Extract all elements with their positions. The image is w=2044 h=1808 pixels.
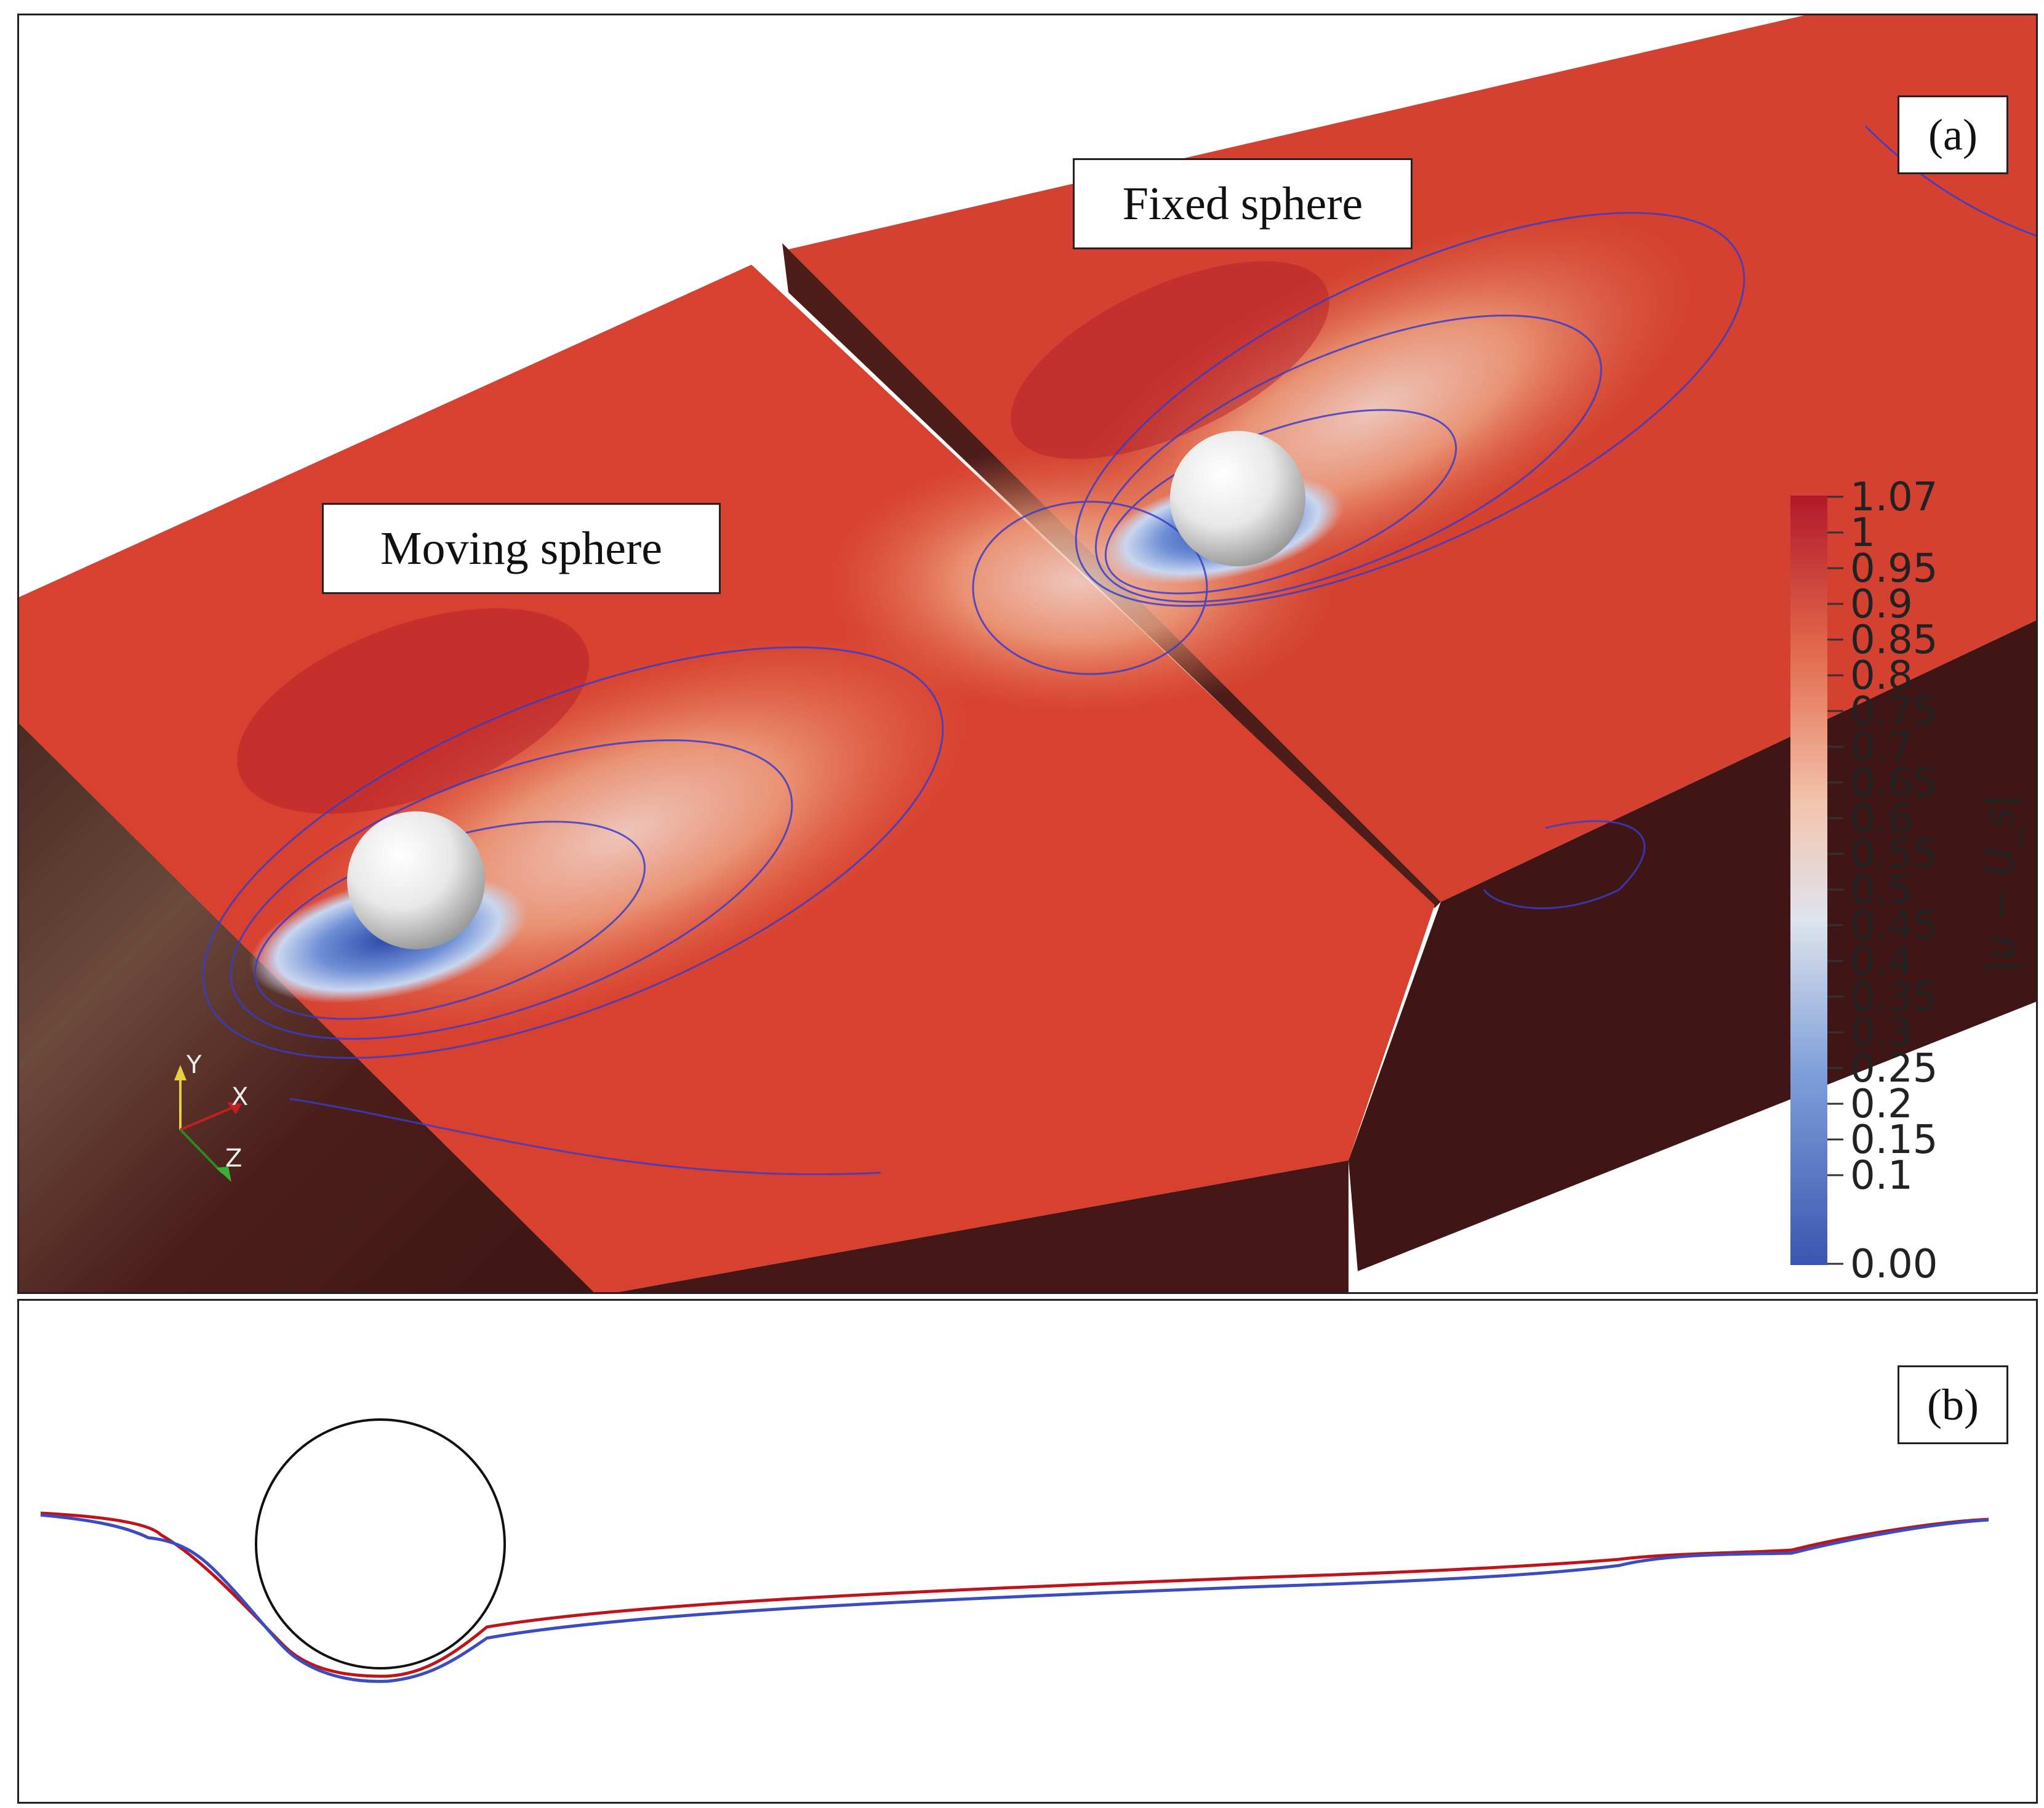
colorbar-tick: 1 [1850,510,1875,556]
orientation-axes: Y X Z [174,1051,248,1182]
colorbar-tick: 0.3 [1850,1010,1913,1056]
panel-a: 1.07 1 0.95 0.9 0.85 0.8 0.75 0.7 0.65 0… [17,14,2038,1294]
fixed-sphere-label: Fixed sphere [1073,158,1413,249]
colorbar-tick: 0.15 [1850,1117,1938,1163]
panel-a-tag: (a) [1898,95,2008,174]
red-profile-curve [40,1511,1989,1678]
blue-profile-curve [40,1513,1989,1683]
colorbar-tick: 0.00 [1850,1242,1938,1287]
colorbar-tick: 0.5 [1850,867,1913,913]
profile-plot [40,1418,1989,1683]
colorbar-tick: 0.8 [1850,653,1913,699]
colorbar-tick: 0.4 [1850,939,1913,984]
colorbar-tick: 0.9 [1850,582,1913,627]
colorbar-tick: 0.95 [1850,546,1938,592]
colorbar-tick: 0.2 [1850,1082,1913,1127]
axis-label-x: X [231,1083,248,1111]
panel-b: (b) [17,1299,2038,1804]
colorbar-tick: 0.1 [1850,1153,1913,1199]
surface-render: 1.07 1 0.95 0.9 0.85 0.8 0.75 0.7 0.65 0… [19,15,2036,1292]
colorbar-tick: 0.85 [1850,617,1938,663]
panel-b-tag: (b) [1898,1365,2008,1444]
sphere-outline [255,1418,506,1669]
colorbar-tick: 0.25 [1850,1046,1938,1091]
axis-label-z: Z [225,1144,242,1173]
moving-sphere-label: Moving sphere [322,503,721,594]
colorbar-tick: 0.75 [1850,689,1938,734]
colorbar-tick: 0.55 [1850,832,1938,877]
colorbar-tick: 0.7 [1850,725,1913,770]
colorbar-tick: 0.45 [1850,903,1938,949]
colorbar-tick: 0.6 [1850,796,1913,842]
axis-label-y: Y [186,1051,202,1079]
colorbar-tick: 0.35 [1850,974,1938,1020]
colorbar-tick: 1.07 [1850,475,1938,520]
colorbar-title: |u − U_s| [1978,794,2023,973]
colorbar-tick: 0.65 [1850,760,1938,806]
